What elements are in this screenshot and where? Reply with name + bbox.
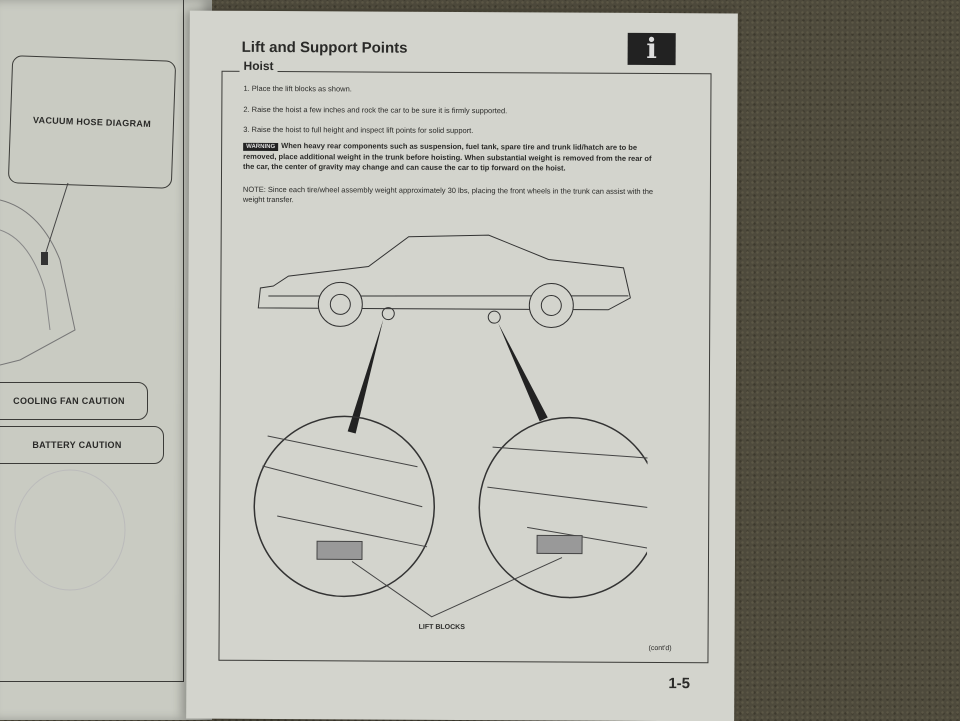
- front-wheel: [317, 281, 363, 327]
- step-item: 3. Raise the hoist to full height and in…: [243, 124, 474, 136]
- car-outline: [257, 234, 631, 311]
- front-detail-circle: [253, 415, 436, 598]
- info-icon: i: [627, 32, 676, 66]
- rear-lift-point: [487, 310, 501, 324]
- front-lift-point: [381, 307, 395, 321]
- page-number: 1-5: [668, 675, 691, 693]
- section-heading: Hoist: [239, 58, 278, 74]
- battery-callout: BATTERY CAUTION: [0, 426, 164, 464]
- warning-badge: WARNING: [243, 142, 279, 152]
- right-page: Lift and Support Points i Hoist 1. Place…: [186, 10, 738, 721]
- continued-label: (cont'd): [648, 644, 672, 653]
- step-item: 2. Raise the hoist a few inches and rock…: [243, 104, 508, 115]
- rear-detail-circle: [478, 416, 649, 599]
- callout-label: COOLING FAN CAUTION: [13, 396, 125, 406]
- callout-label: VACUUM HOSE DIAGRAM: [32, 114, 152, 130]
- vacuum-hose-callout: VACUUM HOSE DIAGRAM: [7, 55, 177, 189]
- cooling-fan-callout: COOLING FAN CAUTION: [0, 382, 148, 420]
- note-text: NOTE: Since each tire/wheel assembly wei…: [242, 184, 654, 204]
- step-item: 1. Place the lift blocks as shown.: [243, 83, 352, 94]
- left-page: VACUUM HOSE DIAGRAM COOLING FAN CAUTION …: [0, 0, 212, 720]
- callout-label: BATTERY CAUTION: [32, 440, 122, 450]
- engine-bay-illustration: [0, 182, 126, 591]
- page-title: Lift and Support Points: [241, 38, 408, 57]
- steps-list: 1. Place the lift blocks as shown. 2. Ra…: [243, 83, 663, 149]
- car-lift-illustration: [253, 234, 649, 618]
- warning-text: When heavy rear components such as suspe…: [243, 141, 652, 173]
- figure-label: LIFT BLOCKS: [418, 623, 465, 632]
- left-page-frame: [0, 0, 184, 682]
- rear-wheel: [528, 282, 574, 328]
